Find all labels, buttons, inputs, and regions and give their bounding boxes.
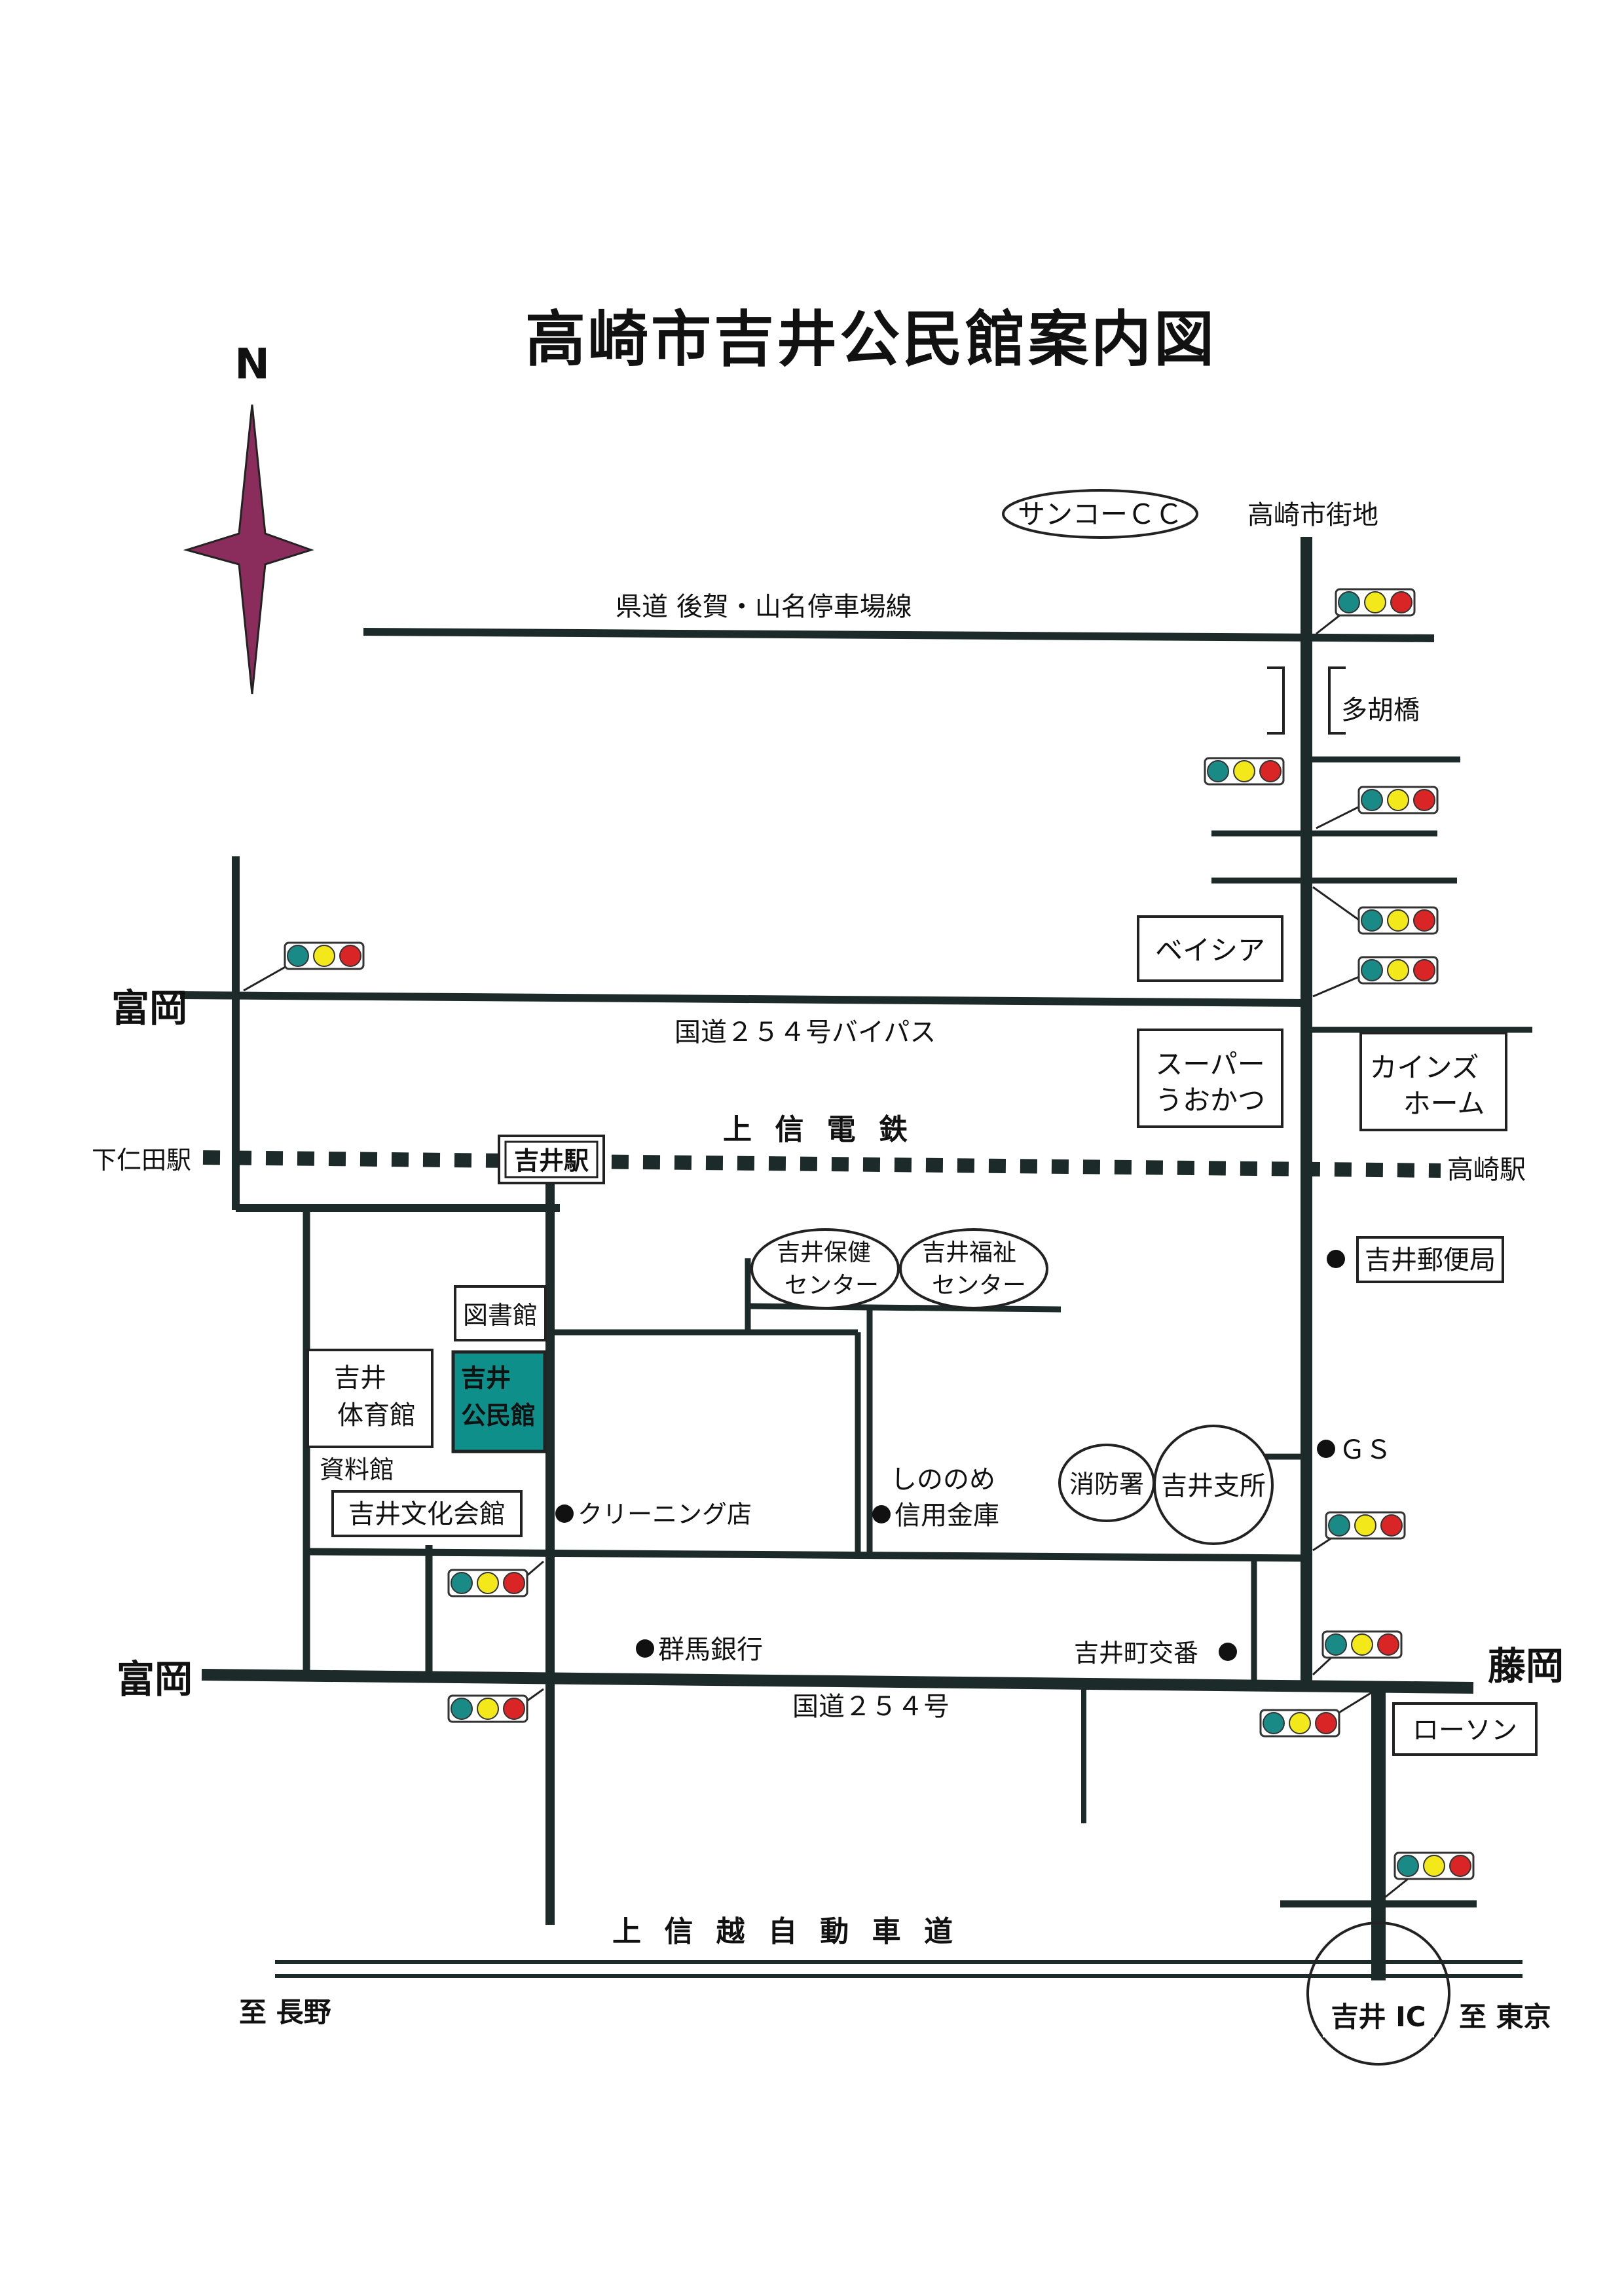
archive-label: 資料館 xyxy=(320,1455,394,1484)
road-network xyxy=(179,537,1532,1980)
bunka-kaikan-box xyxy=(331,1490,523,1537)
gas-station-label: ＧＳ xyxy=(1339,1435,1392,1465)
traffic-signal-icon xyxy=(1312,886,1439,935)
super-uokatsu-label-1: スーパー xyxy=(1155,1048,1265,1080)
kominkan-label-2: 公民館 xyxy=(461,1401,536,1430)
bunka-kaikan-label: 吉井文化会館 xyxy=(348,1499,506,1529)
yoshii-station-box-inner xyxy=(504,1140,599,1178)
map-title: 高崎市吉井公民館案内図 xyxy=(525,304,1217,374)
hoken-center-label-1: 吉井保健 xyxy=(777,1239,871,1266)
fire-station-label: 消防署 xyxy=(1069,1470,1144,1499)
sanko-cc-oval xyxy=(1002,489,1198,539)
joshin-railway-line xyxy=(202,1150,1441,1178)
kendo-line-label: 県道 後賀・山名停車場線 xyxy=(616,592,912,622)
beisia-box xyxy=(1137,915,1283,982)
expressway-label: 上 信 越 自 動 車 道 xyxy=(612,1915,959,1948)
shinonome-label-1: しののめ xyxy=(891,1465,995,1495)
traffic-signal-icon xyxy=(447,1560,544,1597)
traffic-signal-icon xyxy=(1312,1630,1403,1676)
fukushi-center-oval xyxy=(899,1228,1048,1309)
traffic-signal-icon xyxy=(1316,588,1416,635)
traffic-signal-icon xyxy=(1312,1511,1406,1552)
to-nagano-label: 至 長野 xyxy=(239,1996,331,2028)
beisia-label: ベイシア xyxy=(1155,934,1265,966)
to-tokyo-label: 至 東京 xyxy=(1459,2001,1551,2033)
joshin-railway-label: 上 信 電 鉄 xyxy=(723,1113,914,1146)
traffic-signal-icon xyxy=(1204,757,1285,786)
traffic-signal-icon xyxy=(447,1688,544,1723)
fukushi-center-label-1: 吉井福祉 xyxy=(922,1239,1016,1266)
shimonida-station-label: 下仁田駅 xyxy=(92,1146,191,1175)
tagobashi-bracket-right xyxy=(1328,666,1346,735)
yoshii-ic-label-bg xyxy=(1323,1997,1434,2037)
hoken-center-oval xyxy=(750,1228,900,1309)
library-label: 図書館 xyxy=(463,1301,538,1330)
yoshii-ic-circle xyxy=(1306,1922,1450,2066)
route254-label: 国道２５４号 xyxy=(792,1692,950,1722)
library-box xyxy=(454,1285,547,1341)
police-box-dot xyxy=(1219,1643,1237,1661)
lawson-box xyxy=(1392,1702,1538,1756)
super-uokatsu-box xyxy=(1137,1029,1283,1128)
shinonome-label-2: 信用金庫 xyxy=(895,1501,999,1531)
route254-bypass-label: 国道２５４号バイパス xyxy=(674,1017,936,1048)
traffic-signal-icon xyxy=(1259,1691,1373,1738)
post-office-dot xyxy=(1327,1250,1345,1268)
gym-label-2: 体育館 xyxy=(337,1400,416,1430)
branch-office-circle xyxy=(1153,1425,1274,1545)
traffic-signal-icon xyxy=(1316,786,1439,829)
tomioka-label-bottom: 富岡 xyxy=(117,1657,193,1702)
compass-north-label: N xyxy=(234,340,270,389)
kominkan-label-1: 吉井 xyxy=(461,1364,511,1393)
gunma-bank-dot xyxy=(636,1639,654,1658)
yoshii-station-label: 吉井駅 xyxy=(514,1146,589,1175)
traffic-signals xyxy=(243,588,1475,1899)
post-office-label: 吉井郵便局 xyxy=(1365,1245,1496,1275)
tagobashi-bracket-left xyxy=(1267,666,1285,735)
gym-label-1: 吉井 xyxy=(334,1363,386,1393)
traffic-signal-icon xyxy=(243,941,365,992)
police-box-label: 吉井町交番 xyxy=(1074,1639,1198,1667)
cleaning-label: クリーニング店 xyxy=(578,1500,752,1529)
cainz-home-label-2: ホーム xyxy=(1403,1087,1485,1120)
cleaning-dot xyxy=(555,1504,574,1523)
traffic-signal-icon xyxy=(1312,956,1439,998)
super-uokatsu-label-2: うおかつ xyxy=(1155,1084,1265,1116)
gunma-bank-label: 群馬銀行 xyxy=(658,1635,763,1665)
traffic-signal-icon xyxy=(1384,1851,1475,1899)
post-office-box xyxy=(1356,1236,1504,1283)
takasaki-city-label: 高崎市街地 xyxy=(1247,500,1378,530)
fukushi-center-label-2: センター xyxy=(932,1272,1026,1299)
lawson-label: ローソン xyxy=(1412,1715,1517,1745)
tagobashi-label: 多胡橋 xyxy=(1341,695,1420,725)
hoken-center-label-2: センター xyxy=(784,1272,879,1299)
compass-rose-icon: N xyxy=(183,340,314,695)
gas-station-dot xyxy=(1317,1440,1335,1458)
fujioka-label: 藤岡 xyxy=(1488,1644,1564,1688)
takasaki-station-label: 高崎駅 xyxy=(1447,1155,1526,1185)
sanko-cc-label: サンコーＣＣ xyxy=(1018,498,1183,530)
tomioka-label-top: 富岡 xyxy=(111,986,187,1030)
branch-office-label: 吉井支所 xyxy=(1161,1471,1266,1501)
kominkan-box xyxy=(451,1350,547,1453)
cainz-home-label-1: カインズ xyxy=(1369,1051,1479,1084)
cainz-home-box xyxy=(1359,1032,1507,1131)
gym-box xyxy=(306,1349,434,1448)
yoshii-ic-label: 吉井 IC xyxy=(1331,2001,1426,2033)
shinonome-dot xyxy=(872,1505,891,1523)
